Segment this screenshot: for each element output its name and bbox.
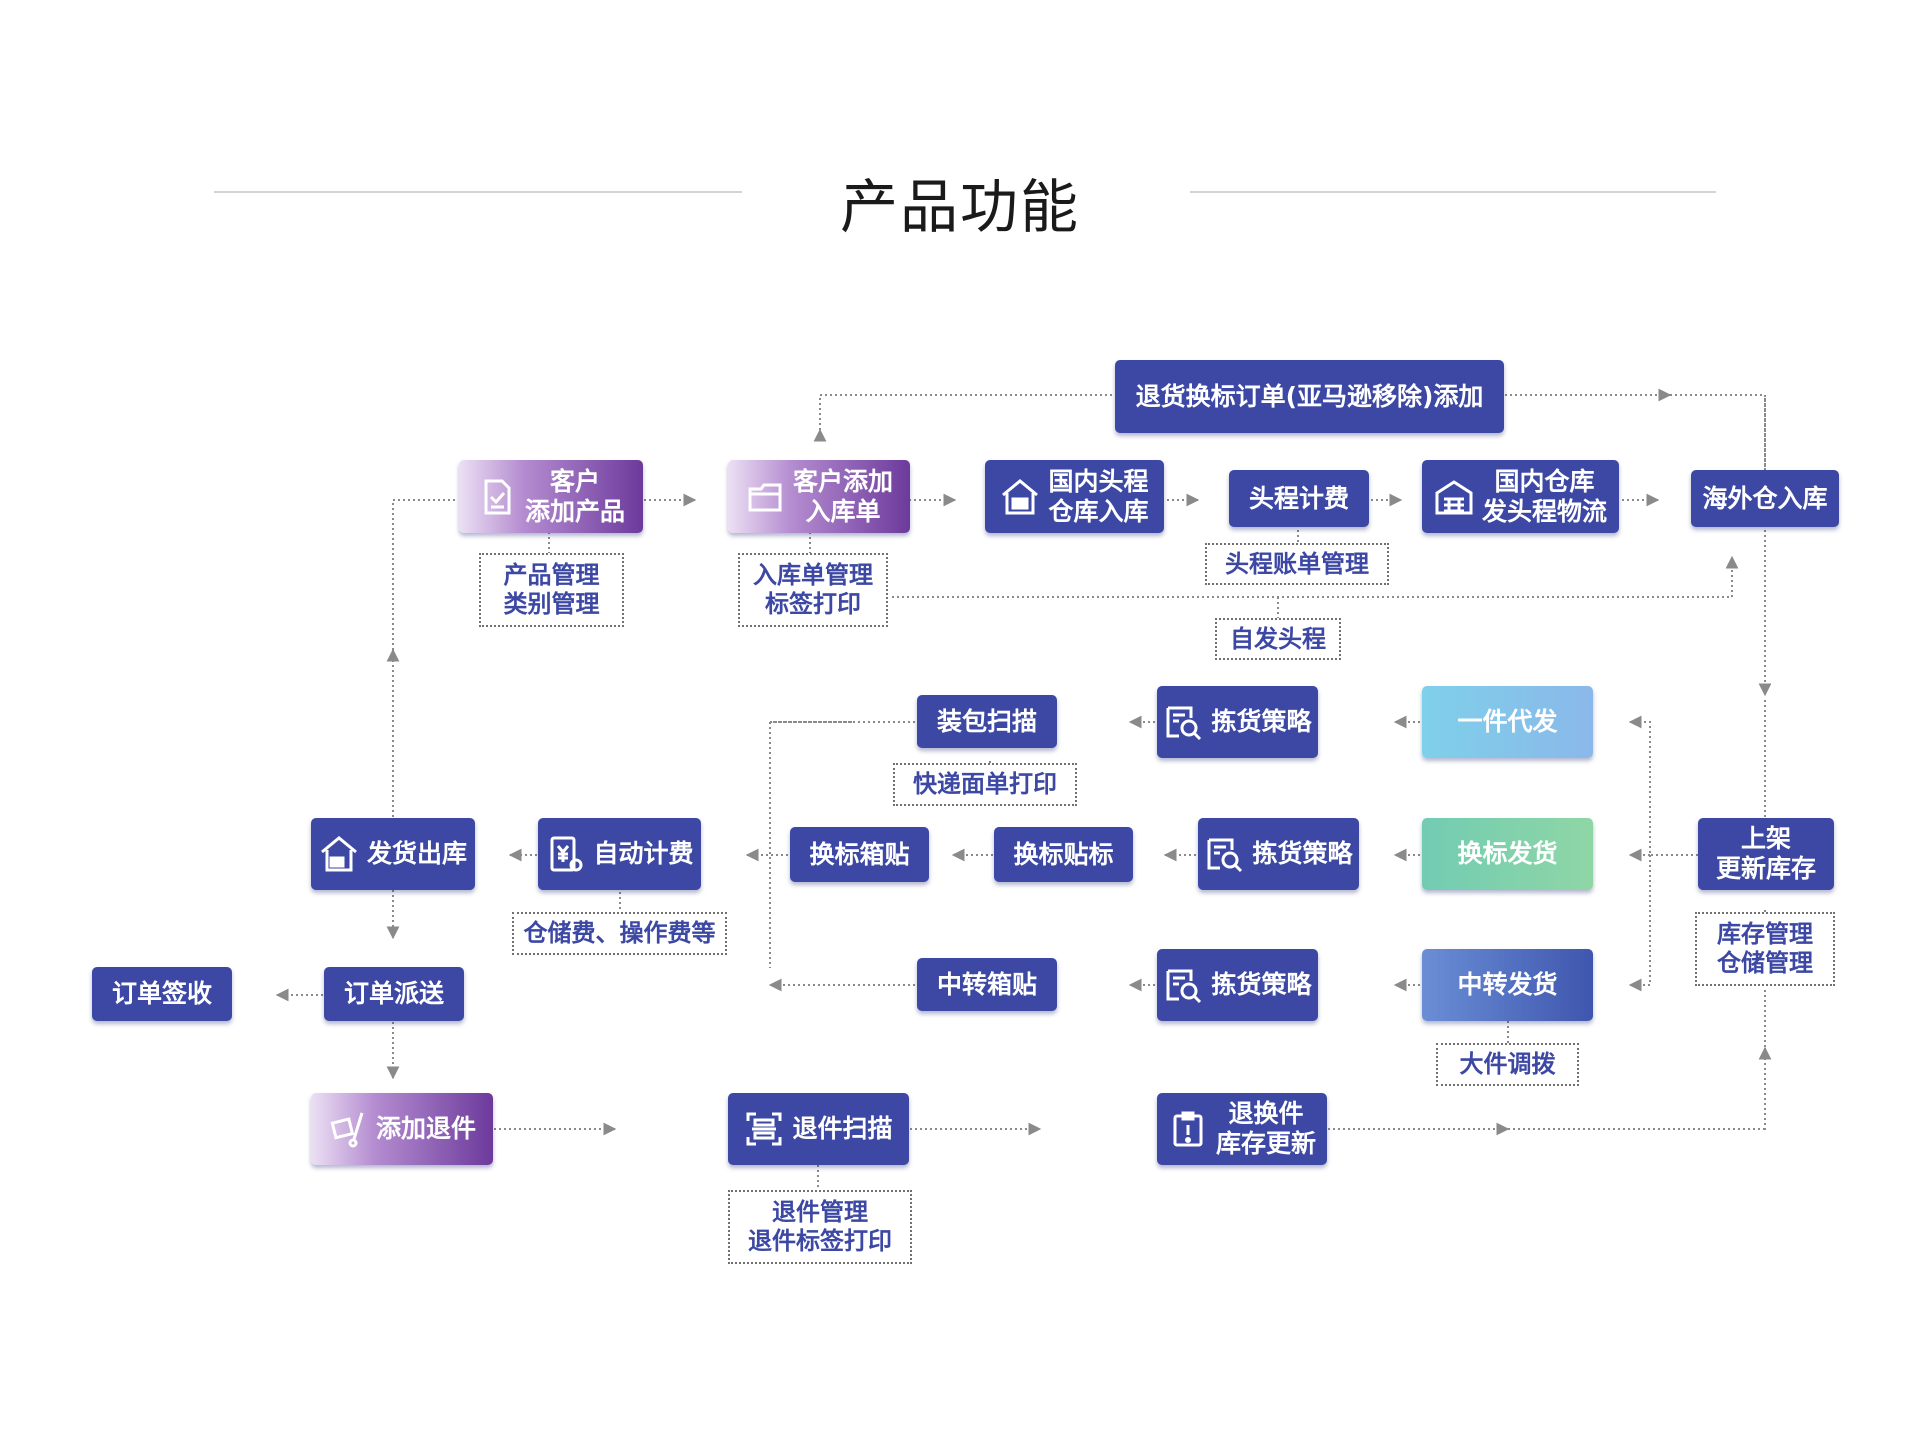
auto-billing-box[interactable]: 自动计费 — [538, 818, 701, 890]
return-order-label: 退货换标订单(亚马逊移除)添加 — [1135, 381, 1484, 411]
product-mgmt-note: 产品管理 类别管理 — [479, 553, 624, 627]
relabel-box-label: 换标箱贴 — [809, 839, 910, 869]
domestic-wh-logistics-label: 国内仓库 发头程物流 — [1481, 466, 1607, 526]
order-dispatch-label: 订单派送 — [343, 979, 444, 1008]
picking-label-1: 拣货策略 — [1211, 707, 1312, 736]
warehouse-icon — [1435, 479, 1473, 514]
transfer-box-box[interactable]: 中转箱贴 — [917, 958, 1057, 1011]
hand-truck-box-icon — [330, 1112, 364, 1148]
return-scan-label: 退件扫描 — [792, 1114, 893, 1143]
transfer-ship-label: 中转发货 — [1457, 970, 1558, 999]
scan-frame-icon — [746, 1112, 782, 1146]
one-piece-label: 一件代发 — [1457, 707, 1558, 736]
house-truck-icon — [321, 836, 357, 872]
packing-scan-box[interactable]: 装包扫描 — [917, 695, 1057, 748]
packing-scan-label: 装包扫描 — [936, 706, 1037, 736]
overseas-inbound-box[interactable]: 海外仓入库 — [1691, 470, 1839, 527]
picking-box-3[interactable]: 拣货策略 — [1157, 949, 1318, 1021]
auto-billing-label: 自动计费 — [593, 839, 694, 868]
search-document-icon — [1166, 706, 1202, 741]
title-rule-left — [214, 191, 742, 193]
relabel-box-box[interactable]: 换标箱贴 — [790, 827, 929, 882]
inventory-mgmt-note: 库存管理 仓储管理 — [1695, 912, 1835, 986]
customer-add-inbound-box[interactable]: 客户添加 入库单 — [728, 460, 910, 533]
shelve-update-label: 上架 更新库存 — [1715, 824, 1816, 883]
picking-box-1[interactable]: 拣货策略 — [1157, 686, 1318, 758]
relabel-label-label: 换标贴标 — [1013, 839, 1114, 869]
bulk-transfer-note: 大件调拨 — [1436, 1043, 1579, 1086]
domestic-firstleg-inbound-box[interactable]: 国内头程 仓库入库 — [985, 460, 1164, 533]
folder-icon — [748, 483, 782, 511]
customer-add-product-box[interactable]: 客户 添加产品 — [459, 460, 643, 533]
firstleg-billing-label: 头程计费 — [1248, 483, 1349, 513]
relabel-ship-label: 换标发货 — [1457, 839, 1558, 868]
add-return-label: 添加退件 — [375, 1114, 476, 1143]
ship-out-label: 发货出库 — [366, 839, 467, 868]
firstleg-bill-mgmt-note: 头程账单管理 — [1205, 543, 1389, 585]
customer-add-product-label: 客户 添加产品 — [524, 466, 625, 526]
domestic-firstleg-inbound-label: 国内头程 仓库入库 — [1048, 466, 1149, 526]
page-title: 产品功能 — [839, 173, 1080, 241]
express-print-note: 快递面单打印 — [893, 763, 1077, 806]
picking-box-2[interactable]: 拣货策略 — [1198, 818, 1359, 890]
fees-note: 仓储费、操作费等 — [512, 912, 727, 955]
inbound-mgmt-note: 入库单管理 标签打印 — [738, 553, 888, 627]
self-firstleg-note: 自发头程 — [1215, 618, 1341, 660]
checklist-document-icon — [484, 479, 511, 514]
clipboard-alert-icon — [1173, 1111, 1203, 1147]
warehouse-truck-icon — [1002, 478, 1039, 514]
return-update-label: 退换件 库存更新 — [1215, 1099, 1316, 1158]
overseas-inbound-label: 海外仓入库 — [1702, 483, 1828, 513]
search-document-icon — [1207, 838, 1243, 873]
transfer-ship-box[interactable]: 中转发货 — [1422, 949, 1593, 1021]
picking-label-3: 拣货策略 — [1211, 970, 1312, 999]
one-piece-box[interactable]: 一件代发 — [1422, 686, 1593, 758]
firstleg-billing-box[interactable]: 头程计费 — [1229, 470, 1369, 527]
relabel-ship-box[interactable]: 换标发货 — [1422, 818, 1593, 890]
return-update-box[interactable]: 退换件 库存更新 — [1157, 1093, 1327, 1165]
relabel-label-box[interactable]: 换标贴标 — [994, 827, 1133, 882]
return-order-box[interactable]: 退货换标订单(亚马逊移除)添加 — [1115, 360, 1504, 433]
shelve-update-box[interactable]: 上架 更新库存 — [1698, 818, 1834, 890]
picking-label-2: 拣货策略 — [1252, 839, 1353, 868]
return-scan-box[interactable]: 退件扫描 — [728, 1093, 909, 1165]
invoice-yen-icon — [550, 836, 583, 872]
transfer-box-label: 中转箱贴 — [936, 969, 1037, 999]
domestic-wh-logistics-box[interactable]: 国内仓库 发头程物流 — [1422, 460, 1619, 533]
search-document-icon — [1166, 969, 1202, 1004]
order-dispatch-box[interactable]: 订单派送 — [324, 967, 464, 1021]
customer-add-inbound-label: 客户添加 入库单 — [792, 466, 893, 526]
order-sign-box[interactable]: 订单签收 — [92, 967, 232, 1021]
ship-out-box[interactable]: 发货出库 — [311, 818, 475, 890]
add-return-box[interactable]: 添加退件 — [311, 1093, 493, 1165]
title-rule-right — [1190, 191, 1716, 193]
return-mgmt-note: 退件管理 退件标签打印 — [728, 1190, 912, 1264]
order-sign-label: 订单签收 — [111, 979, 212, 1008]
